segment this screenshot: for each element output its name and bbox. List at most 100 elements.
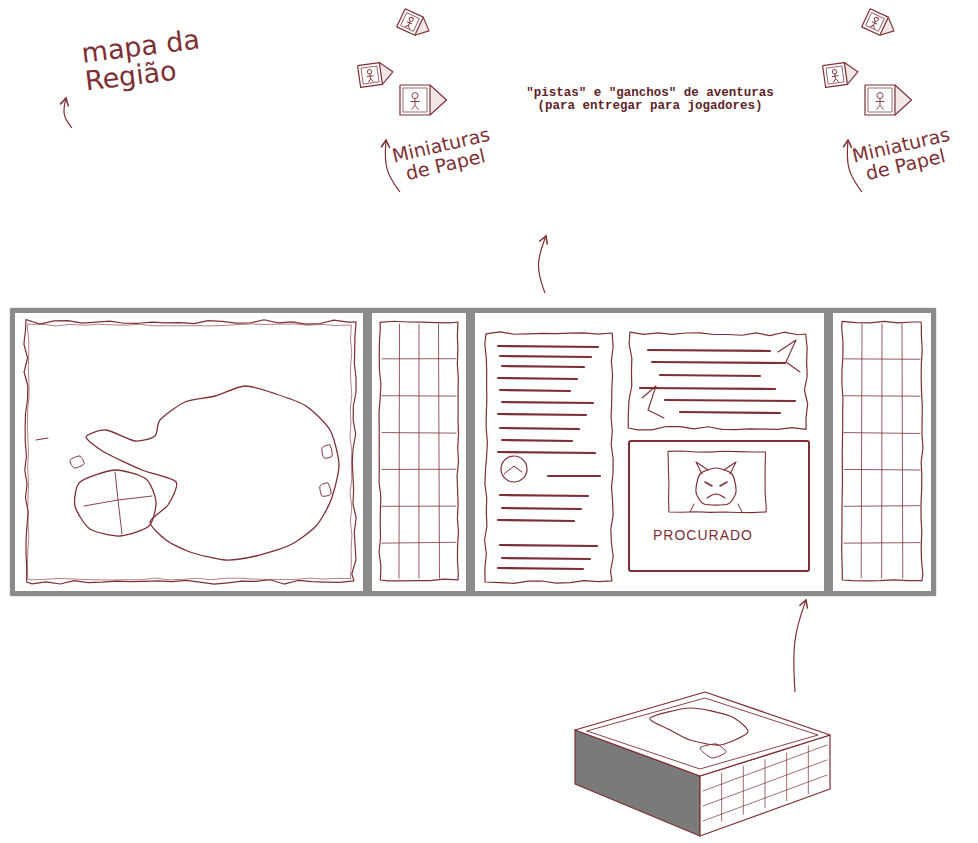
figure-head [877,93,883,99]
grid-line [382,542,456,544]
figure-head [832,69,837,74]
text-scribble [498,378,577,379]
paper-miniature [862,9,899,40]
tent-inner [403,88,427,112]
text-scribble [660,375,760,376]
tent-front [865,85,895,115]
mini-sheet [842,321,923,581]
scratch-mark [642,386,664,418]
figure-legs [405,24,411,29]
paper-miniature [358,61,395,88]
monster-eye [705,482,712,486]
poster-text: PROCURADO [638,528,768,543]
tent-front [400,85,430,115]
grid-line [844,542,920,544]
clue-note [628,332,807,430]
tent-front [358,63,383,88]
text-scribble [498,414,586,415]
map-paper-edge [27,324,352,580]
text-scribble [502,558,590,559]
box-grid [703,760,827,806]
figure-legs [833,79,839,83]
tent-front [397,9,424,36]
callout-label: Miniaturas de Papel [838,122,969,189]
text-scribble [652,362,785,363]
text-scribble [502,366,584,367]
text-scribble [498,346,598,347]
grid-line [382,358,456,359]
paper-miniature [823,61,860,88]
box-grid [703,745,827,791]
tent-front [862,9,889,36]
figure-head [874,17,879,22]
box-grid [743,766,744,814]
text-scribble [500,356,591,357]
figure-arms [407,22,412,25]
figure-legs [368,79,374,83]
grid-line [844,432,920,434]
seal-circle [501,456,527,482]
text-scribble [640,388,775,389]
sketch-group [24,9,923,836]
grid-line [844,358,920,359]
tent-front [823,63,848,88]
text-scribble [498,520,574,521]
wanted-poster: PROCURADO [628,440,810,572]
leader-arrow [64,98,72,128]
island [86,386,339,560]
box-grid [808,746,809,794]
figure-head [412,93,418,99]
figure-arms [411,101,420,102]
figure-legs [870,24,876,29]
map-paper [24,320,356,585]
island-detail [115,472,122,534]
tent-inner [826,66,844,84]
text-scribble [502,402,593,403]
tent-inner [361,66,379,84]
text-scribble [498,452,595,453]
grid-line [844,505,920,507]
text-scribble [498,568,583,569]
tent-side [895,85,912,115]
paper-miniature [865,85,912,115]
text-scribble [500,428,579,429]
callout-label: mapa da Região [80,21,246,97]
text-scribble [665,400,795,401]
screen-panel: Miniaturas de Papel [367,308,471,596]
paper-miniature [400,85,447,115]
text-scribble [500,495,588,496]
monster-body [690,504,694,512]
grid-line [861,324,863,578]
grid-line [902,324,904,578]
screen-panel: Miniaturas de Papel [828,308,936,596]
screen-panel: "pistas" e "ganchos" de aventuras (para … [470,308,829,596]
grid-line [844,469,920,471]
callout-label: "pistas" e "ganchos" de aventuras (para … [505,87,795,113]
tent-inner [868,88,892,112]
grid-line [382,469,456,470]
grid-line [438,324,440,578]
box-island [650,708,748,745]
portrait-frame [668,451,766,513]
islet [70,456,84,468]
monster-eye [720,482,727,486]
box-top [575,692,830,776]
tent-side [430,85,447,115]
grid-line [382,395,456,396]
leader-arrow [794,600,806,692]
scratch-mark [778,340,800,372]
figure-arms [876,101,885,102]
paper-miniature [397,9,434,40]
tent-inner [866,13,885,32]
text-scribble [648,350,770,351]
box-top-map [587,698,818,769]
monster-body [738,504,742,512]
figure-legs [876,105,883,109]
text-scribble [500,390,570,391]
islet [322,445,332,459]
grid-line [382,432,456,434]
grid-line [398,324,400,578]
grid-line [844,395,920,396]
islet [320,483,331,497]
